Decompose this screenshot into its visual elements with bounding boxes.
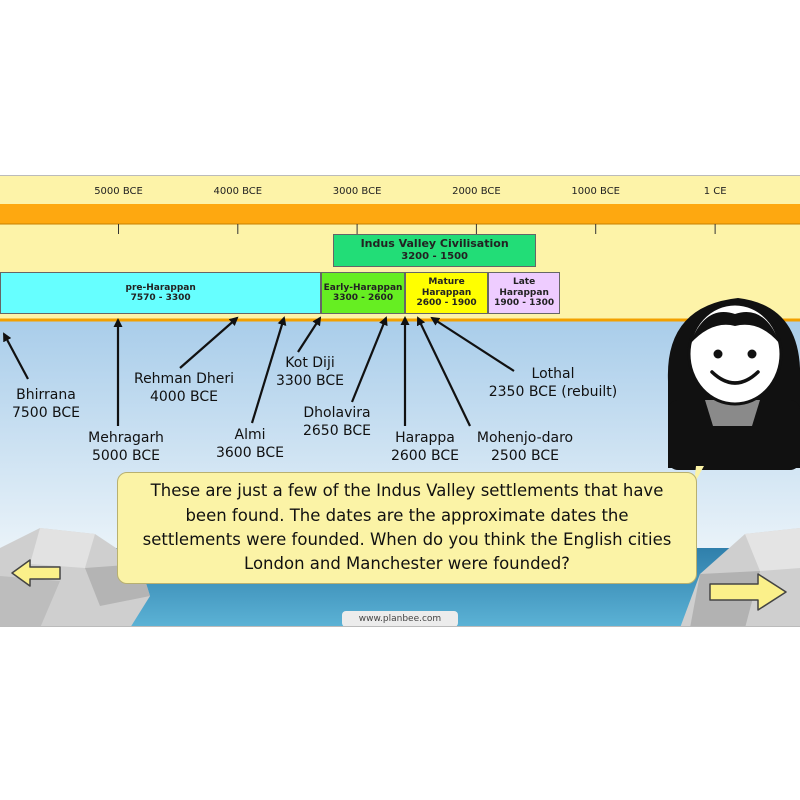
period-indus-valley-civilisation: Indus Valley Civilisation 3200 - 1500	[333, 234, 537, 267]
settlement-label: Harappa 2600 BCE	[345, 429, 505, 465]
settlement-date: 2600 BCE	[390, 448, 460, 465]
settlement-name: Lothal	[531, 366, 575, 382]
settlement-name: Kot Diji	[285, 355, 335, 371]
settlement-name: Harappa	[395, 430, 455, 446]
period-name: Early-Harappan	[323, 282, 403, 293]
settlement-arrow	[430, 316, 515, 372]
settlement-name: Rehman Dheri	[133, 371, 235, 387]
settlement-date: 3300 BCE	[275, 373, 345, 390]
tick-label: 1000 BCE	[571, 186, 620, 197]
arrow-right-icon	[709, 573, 787, 611]
settlement-date: 2650 BCE	[302, 423, 372, 440]
civilisation-dates: 3200 - 1500	[401, 251, 469, 263]
period-dates: 1900 - 1300	[494, 298, 555, 309]
rocks-left	[0, 528, 150, 626]
period-dates: 2600 - 1900	[416, 298, 477, 309]
settlement-date: 3600 BCE	[215, 445, 285, 462]
teacher-avatar	[667, 298, 800, 484]
settlement-name: Mohenjo-daro	[476, 430, 574, 446]
period-name: Late Harappan	[499, 277, 549, 298]
period-dates: 7570 - 3300	[130, 293, 191, 303]
settlement-date: 5000 BCE	[91, 448, 161, 465]
tick-label: 1 CE	[703, 186, 727, 197]
timeline-bar	[0, 204, 800, 224]
settlement-date: 2350 BCE (rebuilt)	[488, 384, 618, 401]
settlement-name: Bhirrana	[16, 387, 76, 403]
settlement-label: Rehman Dheri 4000 BCE	[104, 370, 264, 406]
settlement-label: Mohenjo-daro 2500 BCE	[445, 429, 605, 465]
settlement-arrow	[416, 316, 471, 427]
settlement-date: 2500 BCE	[490, 448, 560, 465]
settlement-date: 7500 BCE	[11, 405, 81, 422]
civilisation-name: Indus Valley Civilisation	[360, 237, 509, 251]
arrow-left-icon	[11, 559, 61, 587]
period-name: pre-Harappan	[125, 282, 196, 293]
back-button[interactable]	[10, 558, 62, 588]
settlement-label: Dholavira 2650 BCE	[257, 404, 417, 440]
tick-label: 4000 BCE	[213, 186, 263, 197]
settlement-label: Almi 3600 BCE	[170, 426, 330, 462]
settlement-label: Kot Diji 3300 BCE	[230, 354, 390, 390]
settlement-name: Mehragarh	[88, 430, 164, 446]
settlement-label: Lothal 2350 BCE (rebuilt)	[473, 365, 633, 401]
settlement-label: Mehragarh 5000 BCE	[46, 429, 206, 465]
settlement-date: 4000 BCE	[149, 389, 219, 406]
speech-bubble: These are just a few of the Indus Valley…	[117, 472, 697, 584]
settlement-name: Dholavira	[303, 405, 371, 421]
tick-label: 5000 BCE	[94, 186, 143, 197]
settlement-label: Bhirrana 7500 BCE	[0, 386, 126, 422]
settlement-arrow	[297, 316, 322, 353]
settlement-arrow	[350, 316, 388, 403]
settlement-arrow	[3, 332, 29, 380]
forward-button[interactable]	[708, 572, 788, 612]
bubble-text: These are just a few of the Indus Valley…	[142, 481, 672, 574]
footer-url[interactable]: www.planbee.com	[342, 611, 458, 626]
period-dates: 3300 - 2600	[332, 293, 394, 303]
tick-label: 2000 BCE	[452, 186, 501, 197]
tick-label: 3000 BCE	[332, 186, 382, 197]
period-name: Mature Harappan	[421, 277, 472, 298]
settlement-arrow	[179, 316, 239, 369]
slide: 5000 BCE 4000 BCE 3000 BCE 2000 BCE 1000 BCE…	[0, 175, 800, 627]
settlement-name: Almi	[234, 427, 266, 443]
settlement-arrow	[250, 316, 287, 424]
